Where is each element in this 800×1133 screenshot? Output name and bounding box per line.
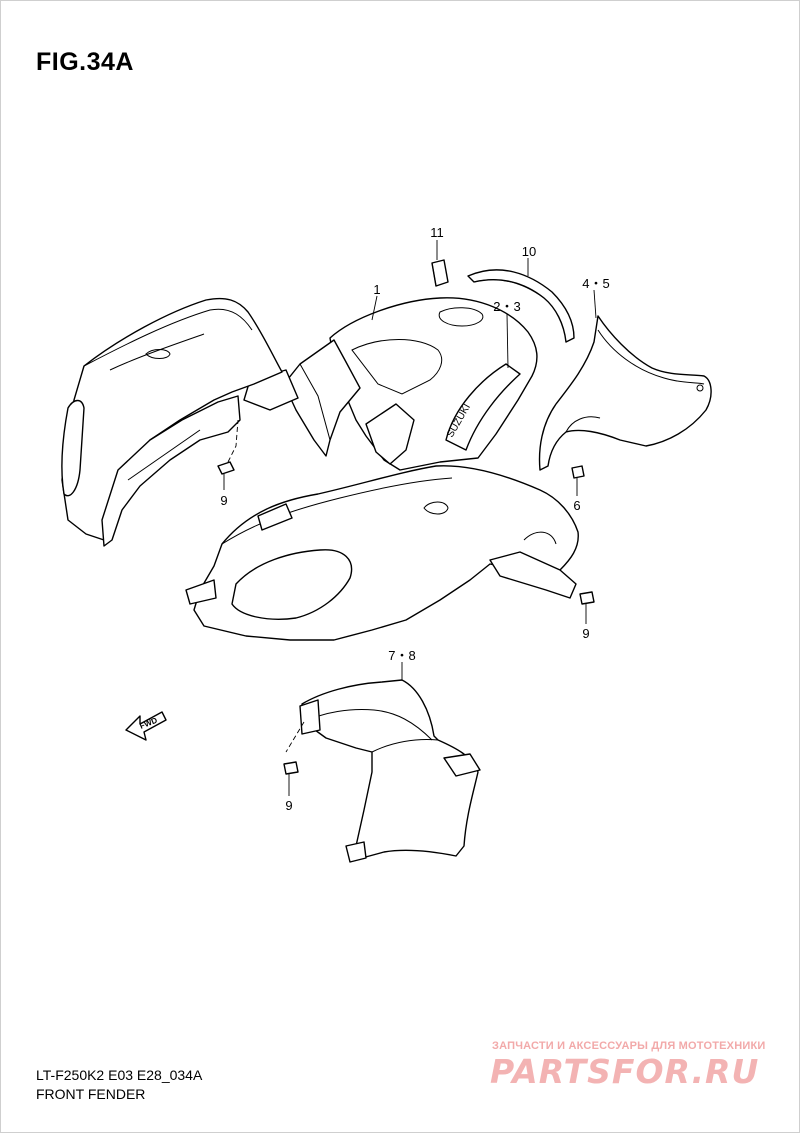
part-10-trim-strip [467,269,575,343]
part-9-clip-c [283,761,299,775]
callout-7-8: 7・8 [388,648,415,663]
rear-fender-left [61,297,283,547]
front-fender-main [185,465,579,641]
leader-lines [223,240,597,796]
part-9-clip-a [217,419,239,475]
part-4-5-side-panel [538,315,712,471]
callout-10: 10 [522,244,536,259]
figure-caption: FRONT FENDER [36,1086,146,1102]
watermark-logo: PARTSFOR.RU [490,1052,760,1091]
part-6-screw [571,465,585,479]
part-1-front-upper-cover: SUZUKI [243,297,538,471]
part-11-cap [431,259,449,287]
callout-2-3: 2・3 [493,299,520,314]
callout-9-b: 9 [582,626,589,641]
figure-title: FIG.34A [36,48,134,76]
part-7-8-mud-guard [285,679,481,863]
callout-11: 11 [430,225,444,240]
callout-6: 6 [573,498,580,513]
reference-code: LT-F250K2 E03 E28_034A [36,1067,203,1083]
callout-9-a: 9 [220,493,227,508]
callout-9-c: 9 [285,798,292,813]
callout-4-5: 4・5 [582,276,609,291]
part-9-clip-b [579,591,595,605]
callout-1: 1 [373,282,380,297]
watermark-tagline: ЗАПЧАСТИ И АКСЕССУАРЫ ДЛЯ МОТОТЕХНИКИ [492,1040,766,1052]
fwd-arrow: FWD [125,711,167,741]
